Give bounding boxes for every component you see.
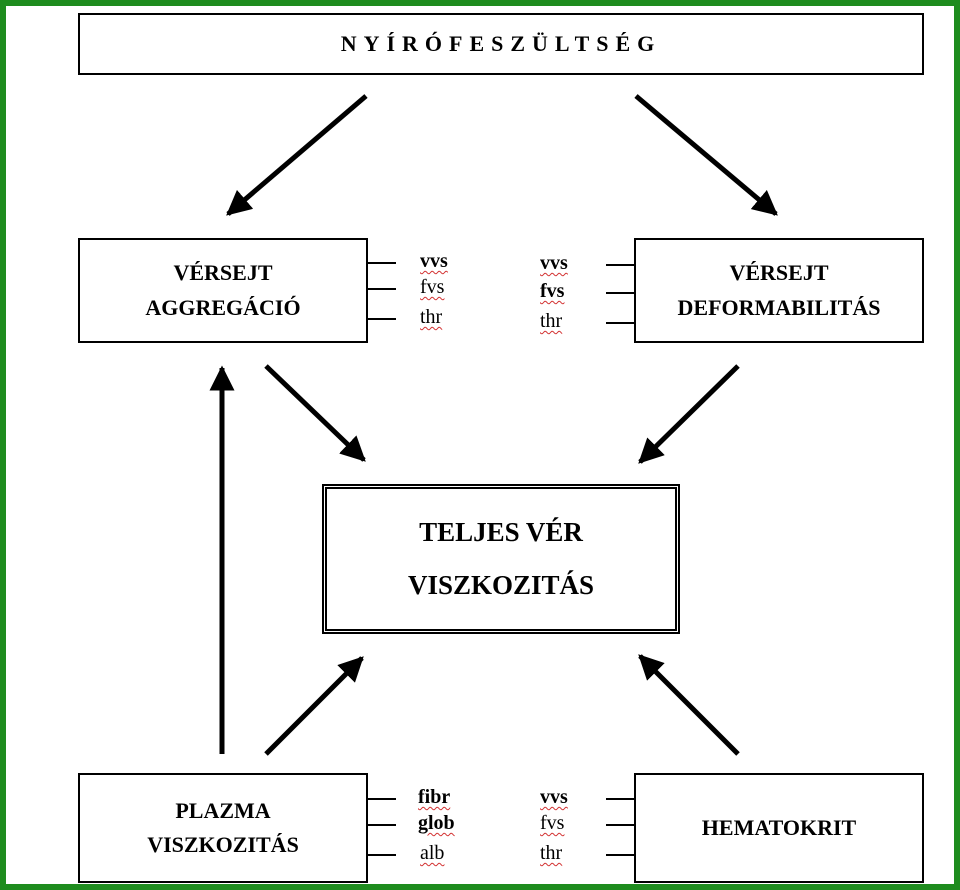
factor-label: alb <box>420 842 445 864</box>
factor-label: fibr <box>418 786 451 808</box>
plasma-viscosity-box: PLAZMA VISZKOZITÁS <box>78 773 368 883</box>
factor-tick <box>606 322 634 324</box>
factor-tick <box>368 854 396 856</box>
whole-blood-viscosity-box: TELJES VÉR VISZKOZITÁS <box>322 484 680 634</box>
shear-stress-label: NYÍRÓFESZÜLTSÉG <box>340 31 662 56</box>
plasma-line-2: VISZKOZITÁS <box>147 832 299 857</box>
arrow-aggregation-to-viscosity <box>264 364 366 462</box>
arrow-shear-to-aggregation <box>226 94 368 216</box>
arrow-deformability-to-viscosity <box>638 364 740 464</box>
factor-label: thr <box>420 306 443 328</box>
red-cell-deformability-box: VÉRSEJT DEFORMABILITÁS <box>634 238 924 343</box>
aggregation-line-2: AGGREGÁCIÓ <box>145 294 301 320</box>
aggregation-line-1: VÉRSEJT <box>173 260 273 286</box>
hematocrit-box: HEMATOKRIT <box>634 773 924 883</box>
factor-tick <box>368 798 396 800</box>
deformability-line-1: VÉRSEJT <box>729 260 829 286</box>
factor-label: thr <box>540 310 563 332</box>
viscosity-line-2: VISZKOZITÁS <box>407 570 595 600</box>
factor-label: glob <box>418 812 455 834</box>
factor-tick <box>368 288 396 290</box>
factor-label: fvs <box>540 812 565 834</box>
factor-label: thr <box>540 842 563 864</box>
arrow-shear-to-deformability <box>634 94 778 216</box>
factor-tick <box>606 854 634 856</box>
deformability-line-2: DEFORMABILITÁS <box>677 294 881 320</box>
viscosity-line-1: TELJES VÉR <box>419 517 583 548</box>
factor-tick <box>606 264 634 266</box>
factor-tick <box>606 292 634 294</box>
factor-label: fvs <box>540 280 565 302</box>
factor-label: vvs <box>540 252 568 274</box>
hematocrit-label: HEMATOKRIT <box>701 815 857 840</box>
factor-tick <box>368 262 396 264</box>
factor-tick <box>368 824 396 826</box>
factor-tick <box>606 824 634 826</box>
factor-tick <box>606 798 634 800</box>
factor-label: vvs <box>420 250 448 272</box>
factor-label: fvs <box>420 276 445 298</box>
factor-tick <box>368 318 396 320</box>
arrow-plasma-to-viscosity <box>264 656 364 756</box>
plasma-line-1: PLAZMA <box>175 797 271 823</box>
factor-label: vvs <box>540 786 568 808</box>
arrow-hematocrit-to-viscosity <box>638 654 740 756</box>
shear-stress-box: NYÍRÓFESZÜLTSÉG <box>78 13 924 75</box>
red-cell-aggregation-box: VÉRSEJT AGGREGÁCIÓ <box>78 238 368 343</box>
